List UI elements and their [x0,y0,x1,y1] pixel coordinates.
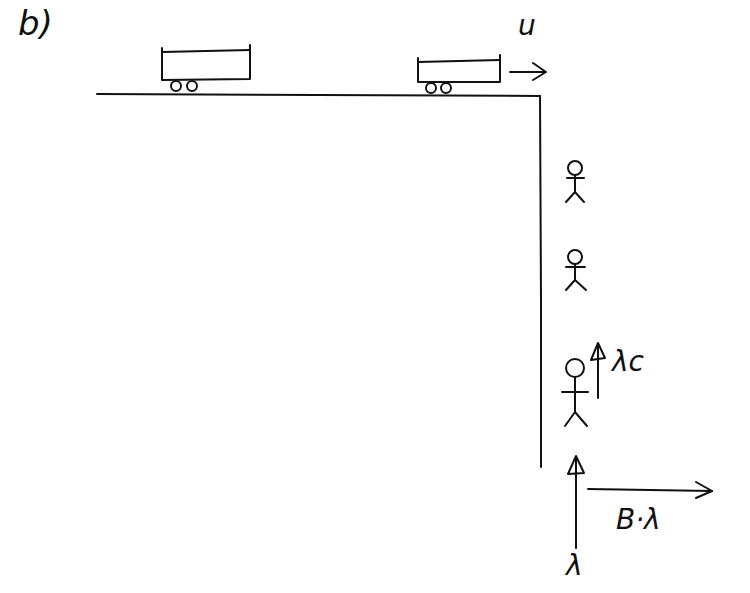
flow-arrow [591,343,605,398]
wall-line [540,96,541,467]
velocity-label: u [518,12,536,40]
rate-label: λ [566,552,583,580]
person-symbol [562,359,588,426]
part-label: b) [18,6,53,40]
platform-line [97,94,540,96]
person-symbol [566,161,584,202]
flow-arrow [588,482,712,498]
flow-arrow [568,456,584,548]
velocity-arrow [510,63,546,80]
rate-label: B·λ [616,506,661,534]
cart-symbol [162,45,250,91]
cart-symbol [418,55,500,93]
person-symbol [566,250,586,290]
rate-label: λc [612,348,644,376]
